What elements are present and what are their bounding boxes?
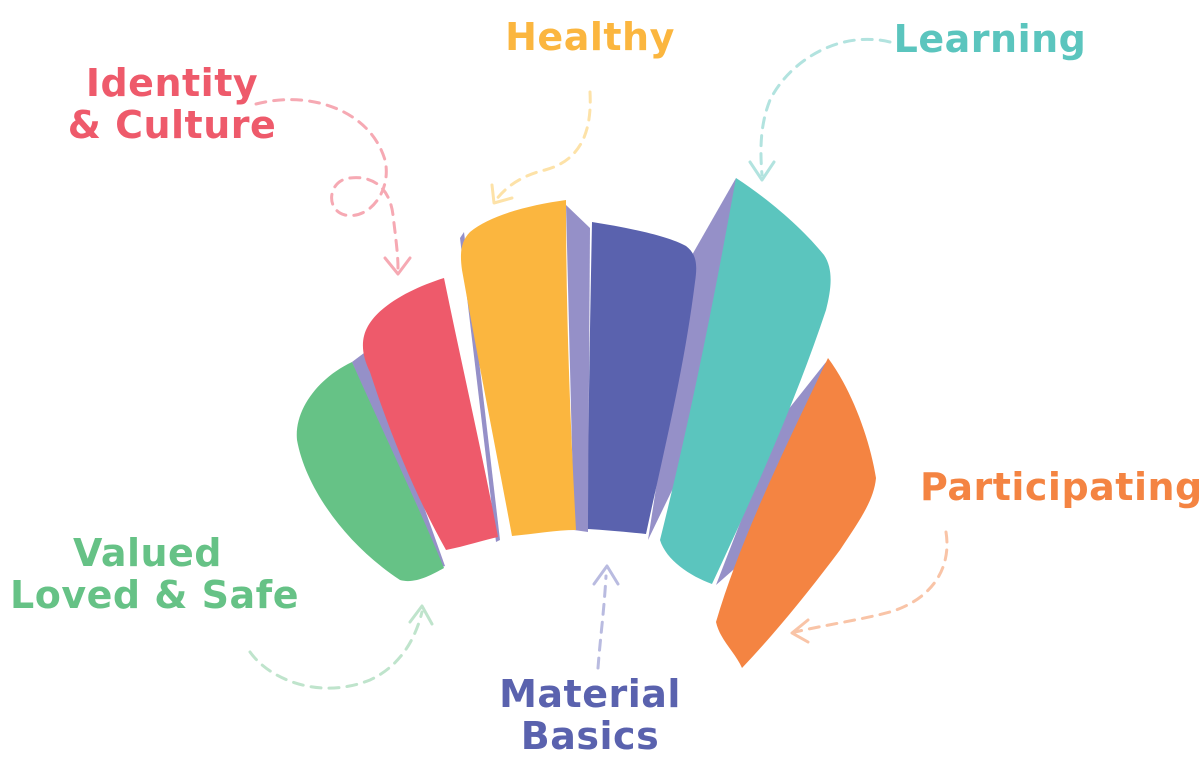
arrowhead-learning xyxy=(748,160,776,182)
label-material-line2: Basics xyxy=(520,714,660,758)
label-learning-line1: Learning xyxy=(893,17,1087,61)
fold-panels xyxy=(352,178,826,585)
arrowhead-participating xyxy=(790,618,810,644)
arrowhead-material-basics xyxy=(592,564,620,586)
label-participating: Participating xyxy=(920,465,1200,509)
label-valued-line1: Valued xyxy=(72,531,223,575)
label-learning: Learning xyxy=(890,18,1090,60)
panel-valued-loved-safe xyxy=(296,362,444,582)
fan-panels xyxy=(296,178,876,668)
label-material-basics: Material Basics xyxy=(490,673,690,757)
arrow-identity-culture xyxy=(254,98,400,270)
label-participating-line1: Participating xyxy=(920,465,1200,509)
label-valued-loved-safe: Valued Loved & Safe xyxy=(10,531,299,617)
label-identity-line2: & Culture xyxy=(67,103,277,147)
arrow-valued-loved-safe xyxy=(248,610,424,690)
label-material-line1: Material xyxy=(499,672,681,716)
fold-valued-identity xyxy=(352,350,445,570)
label-healthy: Healthy xyxy=(490,16,690,58)
arrowhead-healthy xyxy=(490,183,514,205)
fold-learning-participating xyxy=(716,362,826,585)
arrow-healthy xyxy=(494,90,592,202)
arrows xyxy=(248,37,949,690)
fold-material-learning xyxy=(648,178,736,540)
panel-material-basics xyxy=(588,222,697,534)
arrow-learning xyxy=(759,37,892,177)
arrow-participating xyxy=(793,530,949,634)
panel-identity-culture xyxy=(362,278,498,550)
label-valued-line2: Loved & Safe xyxy=(10,573,299,617)
panel-learning xyxy=(660,178,831,584)
panel-healthy xyxy=(460,200,576,536)
arrow-material-basics xyxy=(596,574,608,670)
panel-participating xyxy=(716,358,876,668)
arrowhead-identity-culture xyxy=(383,256,412,276)
label-identity-line1: Identity xyxy=(85,61,259,105)
label-identity-culture: Identity & Culture xyxy=(52,62,292,146)
label-healthy-line1: Healthy xyxy=(505,15,675,59)
fold-healthy-material xyxy=(566,205,590,532)
arrowhead-valued-loved-safe xyxy=(408,604,434,626)
